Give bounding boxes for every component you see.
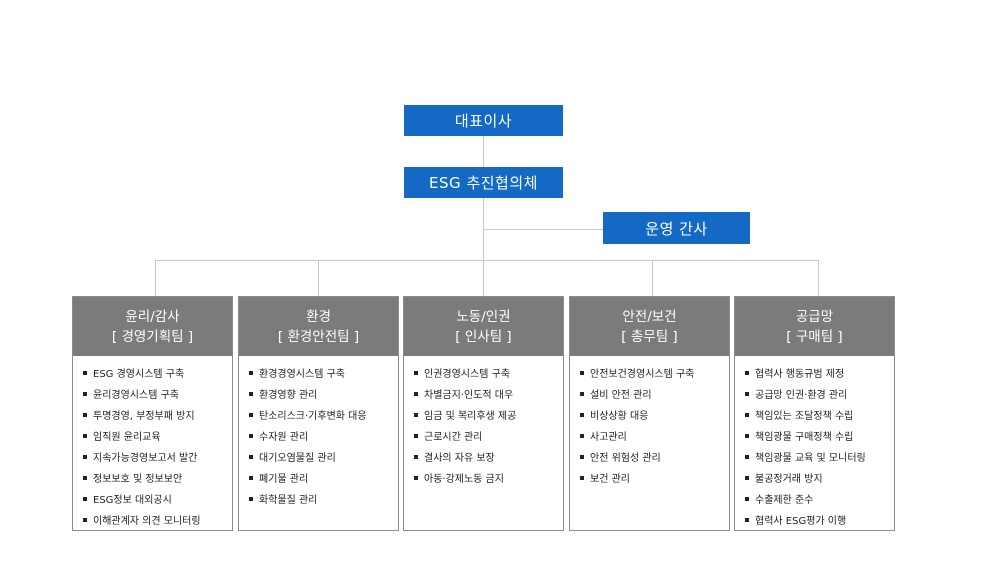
connector-dept-5 <box>818 260 819 296</box>
list-item: 환경경영시스템 구축 <box>249 364 398 385</box>
dept-task-list: 안전보건경영시스템 구축 설비 안전 관리 비상상황 대응 사고관리 안전 위험… <box>570 356 729 490</box>
dept-task-list: 협력사 행동규범 제정 공급망 인권·환경 관리 책임있는 조달정책 수립 책임… <box>735 356 894 532</box>
connector-dept-4 <box>652 260 653 296</box>
dept-team: [ 인사팀 ] <box>455 328 512 345</box>
list-item: 수출제한 준수 <box>745 490 894 511</box>
list-item: 차별금지·인도적 대우 <box>414 385 563 406</box>
dept-header: 안전/보건 [ 총무팀 ] <box>570 297 729 356</box>
dept-name: 윤리/감사 <box>125 308 180 325</box>
list-item: ESG정보 대외공시 <box>83 490 232 511</box>
list-item: 협력사 행동규범 제정 <box>745 364 894 385</box>
dept-ethics-audit: 윤리/감사 [ 경영기획팀 ] ESG 경영시스템 구축 윤리경영시스템 구축 … <box>72 296 233 531</box>
list-item: 윤리경영시스템 구축 <box>83 385 232 406</box>
dept-task-list: 환경경영시스템 구축 환경영향 관리 탄소리스크·기후변화 대응 수자원 관리 … <box>239 356 398 511</box>
list-item: 지속가능경영보고서 발간 <box>83 448 232 469</box>
dept-team: [ 경영기획팀 ] <box>111 328 194 345</box>
list-item: 보건 관리 <box>580 469 729 490</box>
list-item: 근로시간 관리 <box>414 427 563 448</box>
list-item: 설비 안전 관리 <box>580 385 729 406</box>
esg-council-box: ESG 추진협의체 <box>404 167 563 198</box>
list-item: ESG 경영시스템 구축 <box>83 364 232 385</box>
dept-header: 환경 [ 환경안전팀 ] <box>239 297 398 356</box>
dept-header: 공급망 [ 구매팀 ] <box>735 297 894 356</box>
list-item: 비상상황 대응 <box>580 406 729 427</box>
dept-task-list: ESG 경영시스템 구축 윤리경영시스템 구축 투명경영, 부정부패 방지 임직… <box>73 356 232 532</box>
list-item: 공급망 인권·환경 관리 <box>745 385 894 406</box>
list-item: 탄소리스크·기후변화 대응 <box>249 406 398 427</box>
ceo-box: 대표이사 <box>404 105 563 136</box>
dept-labor-human-rights: 노동/인권 [ 인사팀 ] 인권경영시스템 구축 차별금지·인도적 대우 임금 … <box>403 296 564 531</box>
connector-dept-1 <box>155 260 156 296</box>
list-item: 불공정거래 방지 <box>745 469 894 490</box>
connector-horizontal-bus <box>155 260 819 261</box>
dept-header: 윤리/감사 [ 경영기획팀 ] <box>73 297 232 356</box>
list-item: 안전 위험성 관리 <box>580 448 729 469</box>
list-item: 수자원 관리 <box>249 427 398 448</box>
list-item: 임직원 윤리교육 <box>83 427 232 448</box>
connector-secretary <box>483 229 603 230</box>
dept-name: 노동/인권 <box>456 308 511 325</box>
list-item: 환경영향 관리 <box>249 385 398 406</box>
list-item: 투명경영, 부정부패 방지 <box>83 406 232 427</box>
dept-team: [ 환경안전팀 ] <box>277 328 360 345</box>
dept-name: 안전/보건 <box>622 308 677 325</box>
list-item: 아동·강제노동 금지 <box>414 469 563 490</box>
dept-environment: 환경 [ 환경안전팀 ] 환경경영시스템 구축 환경영향 관리 탄소리스크·기후… <box>238 296 399 531</box>
list-item: 책임광물 교육 및 모니터링 <box>745 448 894 469</box>
list-item: 인권경영시스템 구축 <box>414 364 563 385</box>
list-item: 협력사 ESG평가 이행 <box>745 511 894 532</box>
list-item: 이해관계자 의견 모니터링 <box>83 511 232 532</box>
list-item: 임금 및 복리후생 제공 <box>414 406 563 427</box>
list-item: 책임광물 구매정책 수립 <box>745 427 894 448</box>
connector-dept-2 <box>318 260 319 296</box>
list-item: 사고관리 <box>580 427 729 448</box>
dept-safety-health: 안전/보건 [ 총무팀 ] 안전보건경영시스템 구축 설비 안전 관리 비상상황… <box>569 296 730 531</box>
dept-supply-chain: 공급망 [ 구매팀 ] 협력사 행동규범 제정 공급망 인권·환경 관리 책임있… <box>734 296 895 531</box>
list-item: 책임있는 조달정책 수립 <box>745 406 894 427</box>
dept-team: [ 구매팀 ] <box>786 328 843 345</box>
connector-main-vertical <box>483 136 484 296</box>
list-item: 결사의 자유 보장 <box>414 448 563 469</box>
dept-name: 공급망 <box>795 308 834 325</box>
list-item: 폐기물 관리 <box>249 469 398 490</box>
list-item: 안전보건경영시스템 구축 <box>580 364 729 385</box>
list-item: 화학물질 관리 <box>249 490 398 511</box>
dept-team: [ 총무팀 ] <box>621 328 678 345</box>
list-item: 정보보호 및 정보보안 <box>83 469 232 490</box>
list-item: 대기오염물질 관리 <box>249 448 398 469</box>
dept-name: 환경 <box>306 308 331 325</box>
dept-task-list: 인권경영시스템 구축 차별금지·인도적 대우 임금 및 복리후생 제공 근로시간… <box>404 356 563 490</box>
dept-header: 노동/인권 [ 인사팀 ] <box>404 297 563 356</box>
operation-secretary-box: 운영 간사 <box>603 212 750 244</box>
